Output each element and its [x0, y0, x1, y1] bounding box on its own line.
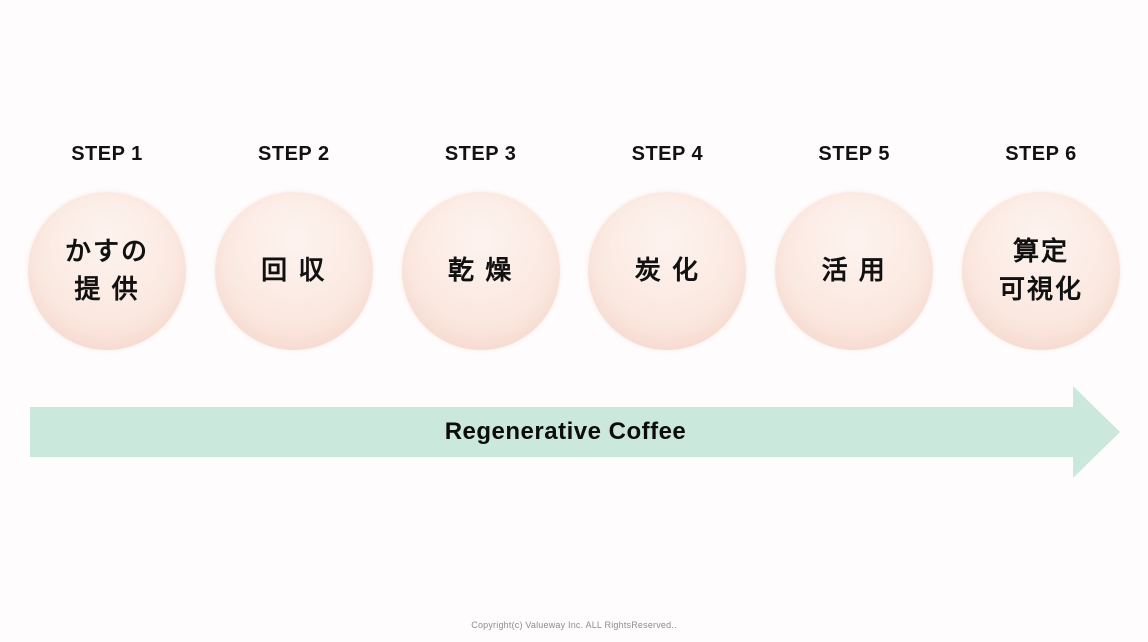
arrow-right-icon [1073, 386, 1120, 478]
steps-row: STEP 1 かすの 提 供 STEP 2 回 収 STEP 3 乾 燥 STE… [28, 140, 1120, 350]
step-5-label: STEP 5 [818, 143, 890, 165]
step-1-label: STEP 1 [71, 143, 143, 165]
flow-arrow-body: Regenerative Coffee [30, 407, 1073, 457]
flow-arrow-label: Regenerative Coffee [444, 418, 687, 445]
step-3-circle: 乾 燥 [401, 192, 560, 350]
step-2-text: 回 収 [261, 255, 327, 286]
copyright-text: Copyright(c) Valueway Inc. ALL RightsRes… [471, 620, 677, 630]
step-5-text: 活 用 [821, 255, 887, 286]
step-1-circle: かすの 提 供 [28, 192, 186, 350]
step-6-text: 算定 可視化 [998, 236, 1083, 304]
step-4-label: STEP 4 [631, 143, 704, 165]
step-4-circle: 炭 化 [588, 192, 747, 350]
step-3: STEP 3 乾 燥 [401, 140, 560, 350]
step-2: STEP 2 回 収 [214, 140, 373, 350]
step-4: STEP 4 炭 化 [588, 140, 747, 350]
step-6-circle: 算定 可視化 [961, 192, 1120, 350]
step-2-circle: 回 収 [214, 192, 373, 350]
step-6: STEP 6 算定 可視化 [961, 140, 1120, 350]
step-5: STEP 5 活 用 [775, 140, 934, 350]
step-4-text: 炭 化 [634, 255, 700, 286]
step-2-label: STEP 2 [258, 143, 330, 165]
step-6-label: STEP 6 [1005, 143, 1077, 165]
step-1: STEP 1 かすの 提 供 [28, 140, 186, 350]
flow-arrow: Regenerative Coffee [30, 386, 1120, 478]
step-1-text: かすの 提 供 [64, 236, 149, 304]
step-5-circle: 活 用 [775, 192, 934, 350]
step-3-label: STEP 3 [444, 143, 517, 165]
step-3-text: 乾 燥 [447, 255, 514, 286]
